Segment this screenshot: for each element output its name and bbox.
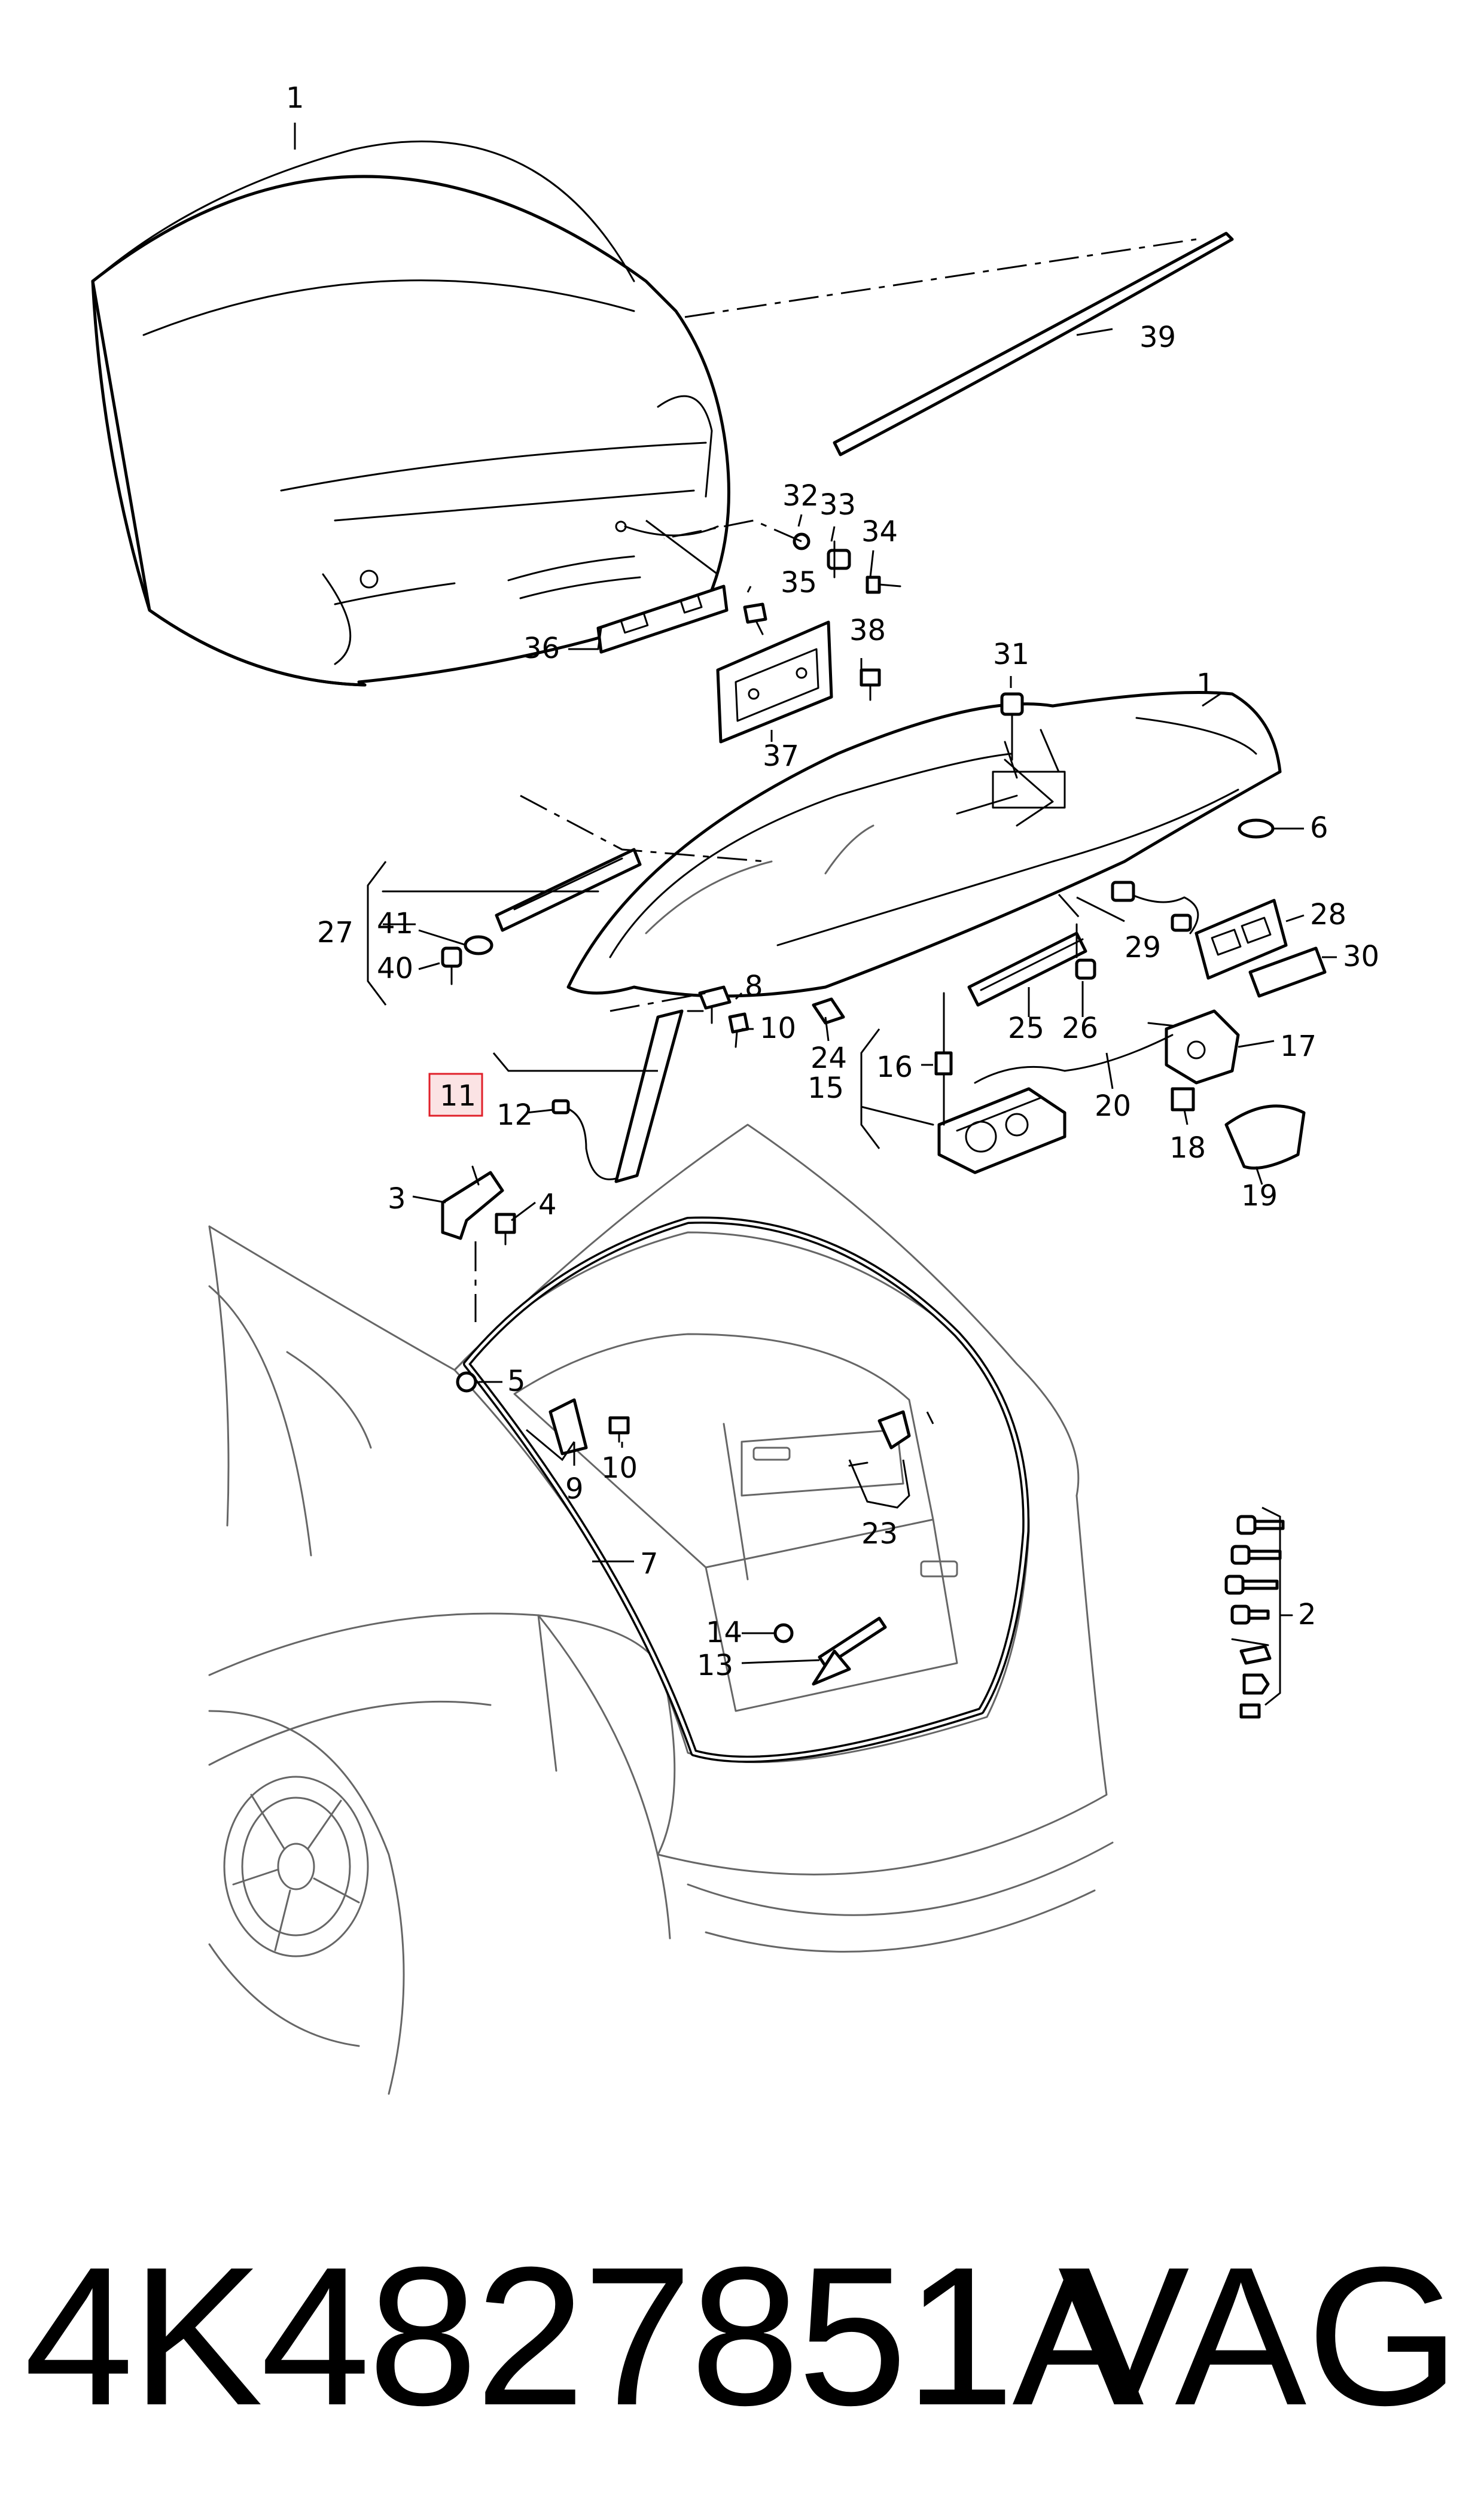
callout-label: 34 xyxy=(861,515,898,549)
callout-label: 17 xyxy=(1280,1030,1317,1063)
part-number: 4K4827851A xyxy=(24,2225,1144,2446)
fasteners-top xyxy=(663,519,901,701)
clip-31-and-6 xyxy=(1000,692,1275,839)
callout-label: 23 xyxy=(861,1517,898,1551)
latch-17-20-18-19 xyxy=(974,1009,1306,1170)
handle-28-29-30 xyxy=(1076,881,1327,998)
highlighted-callout-box xyxy=(428,1073,483,1117)
callout-label: 2 xyxy=(1298,1598,1317,1631)
callout-label: 9 xyxy=(565,1472,584,1506)
motor-15-16 xyxy=(860,992,1066,1174)
fasteners-lower xyxy=(456,1371,911,1509)
callout-label: 7 xyxy=(640,1547,659,1581)
callout-label: 36 xyxy=(523,632,560,665)
tailgate-underside xyxy=(566,691,1282,998)
callout-label: 10 xyxy=(601,1451,638,1485)
callout-label: 25 xyxy=(1008,1012,1044,1045)
callout-label: 30 xyxy=(1343,940,1379,973)
callout-label: 16 xyxy=(876,1051,913,1084)
callout-label: 37 xyxy=(763,739,799,773)
callout-label: 39 xyxy=(1139,321,1176,354)
manufacturer-label: VAG xyxy=(1058,2225,1460,2446)
callout-label: 3 xyxy=(388,1182,406,1216)
callout-label: 12 xyxy=(496,1098,533,1132)
callout-label: 1 xyxy=(1196,668,1215,701)
bolt-set-2 xyxy=(1224,1506,1293,1719)
callout-label: 38 xyxy=(849,614,886,647)
callout-label: 35 xyxy=(781,566,817,599)
brake-light-27 xyxy=(367,794,766,1006)
callout-label: 29 xyxy=(1125,931,1161,964)
gas-strut-area xyxy=(492,985,845,1183)
callout-label: 13 xyxy=(697,1649,733,1682)
callout-labels: 1 39 32 33 34 35 36 37 38 31 1 6 28 29 3… xyxy=(286,81,1379,1682)
callout-label: 31 xyxy=(993,638,1029,671)
spoiler-strip xyxy=(684,232,1234,456)
bracket-13-14 xyxy=(773,1616,887,1686)
parts-diagram: 1 39 32 33 34 35 36 37 38 31 1 6 28 29 3… xyxy=(91,81,1379,2095)
callout-label: 8 xyxy=(745,970,763,1003)
callout-label: 20 xyxy=(1095,1089,1131,1123)
leader-lines xyxy=(294,123,1337,1664)
door-seal xyxy=(463,1216,1030,1763)
callout-label: 1 xyxy=(286,81,304,115)
callout-label: 27 xyxy=(317,916,354,949)
callout-label: 32 xyxy=(782,479,819,513)
callout-label: 33 xyxy=(819,488,856,522)
strut-25-26 xyxy=(967,894,1096,1007)
callout-label: 5 xyxy=(507,1365,526,1398)
plate-holder xyxy=(716,620,833,744)
callout-label: 28 xyxy=(1310,898,1346,931)
hinge-3-4 xyxy=(441,1165,516,1322)
callout-label: 26 xyxy=(1062,1012,1098,1045)
callout-label: 15 xyxy=(807,1071,844,1105)
callout-label: 24 xyxy=(810,1042,847,1075)
callout-label: 4 xyxy=(538,1188,557,1222)
callout-label: 19 xyxy=(1241,1179,1278,1213)
callout-label: 18 xyxy=(1169,1131,1206,1165)
callout-label: 40 xyxy=(377,952,413,985)
callout-label: 41 xyxy=(377,907,413,940)
callout-label: 10 xyxy=(760,1012,796,1045)
footer: 4K4827851A VAG xyxy=(0,2213,1484,2495)
callout-label: 14 xyxy=(706,1616,742,1649)
tailgate-rear-view xyxy=(91,140,730,687)
callout-label: 11 xyxy=(440,1079,476,1113)
car-body xyxy=(208,1123,1114,2095)
callout-label: 6 xyxy=(1310,811,1328,845)
license-bracket xyxy=(596,519,729,654)
